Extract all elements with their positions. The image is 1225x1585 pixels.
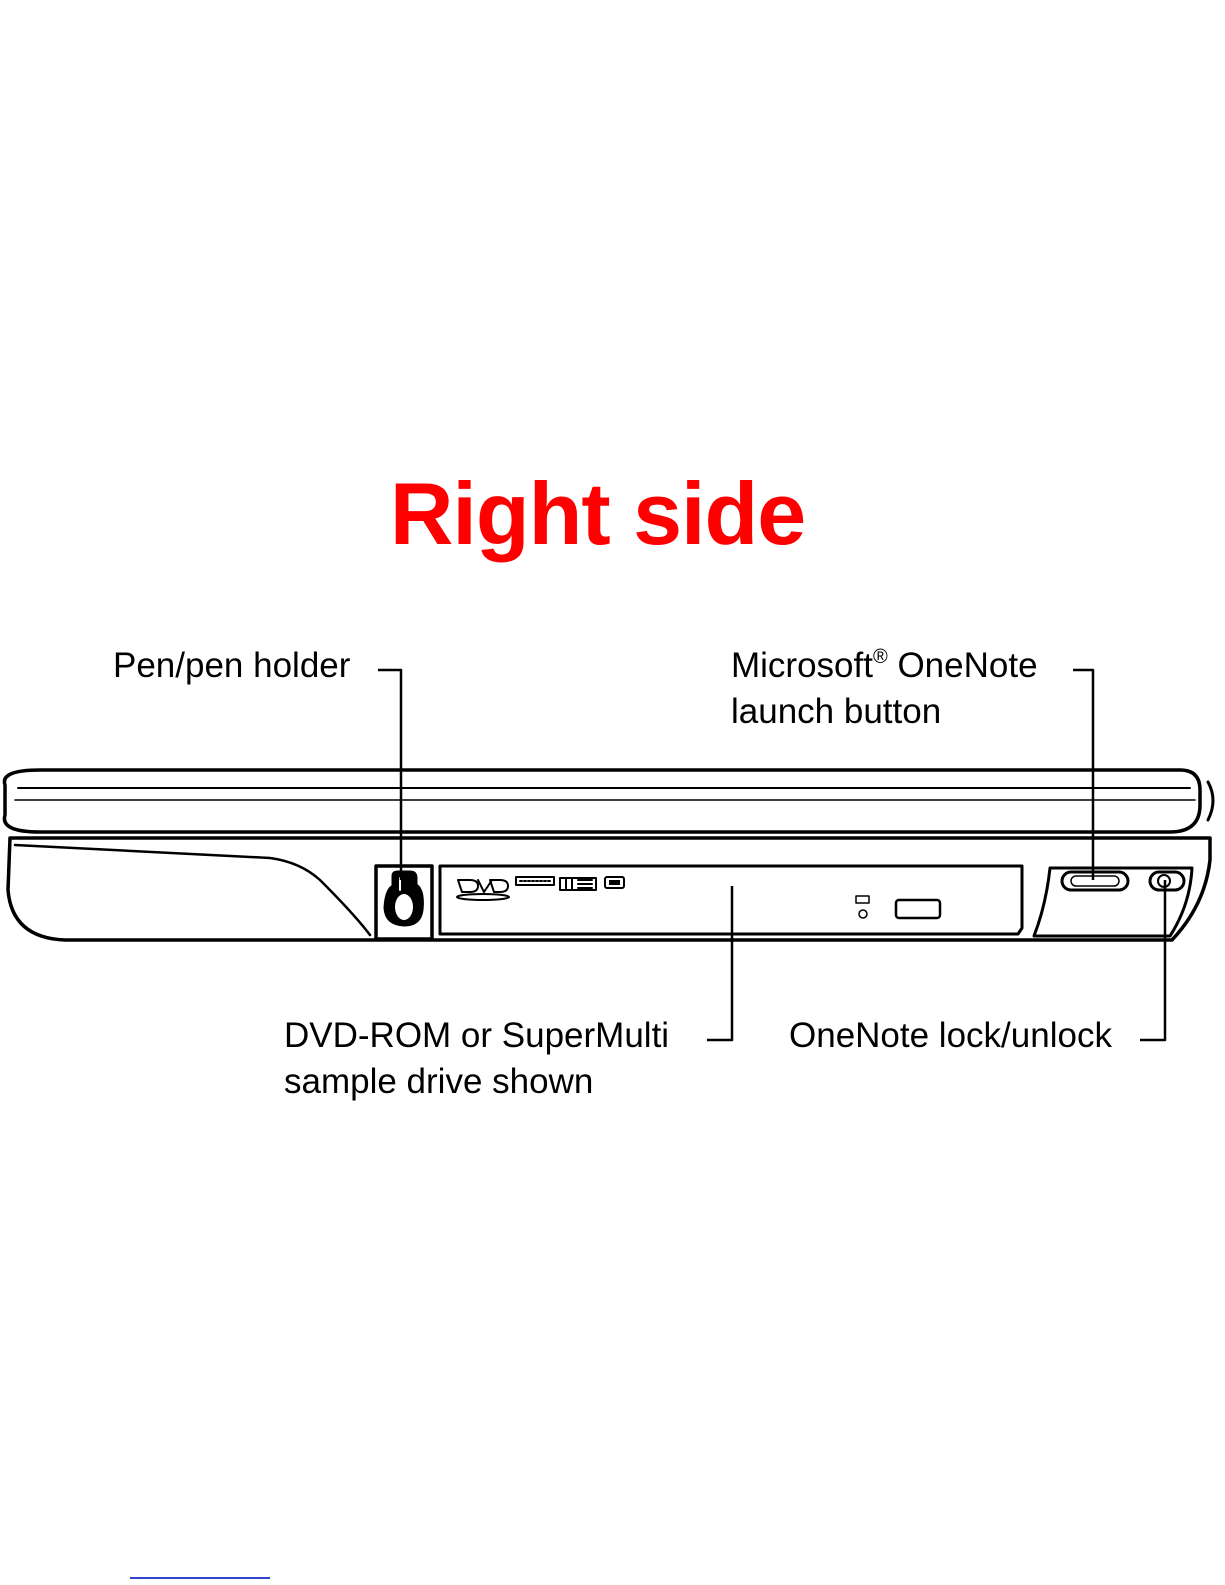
pen-holder bbox=[376, 866, 432, 939]
footer-link-underline bbox=[130, 1577, 270, 1579]
emergency-eject-hole-icon bbox=[859, 910, 867, 918]
base-contour bbox=[15, 845, 370, 935]
onenote-panel bbox=[1034, 868, 1192, 936]
leader-drive bbox=[707, 886, 732, 1040]
laptop-lid bbox=[4, 770, 1213, 832]
pen-holder-highlight bbox=[395, 894, 413, 920]
format-label-2-icon bbox=[560, 878, 596, 890]
leader-pen-holder bbox=[378, 670, 401, 880]
leader-onenote-lock bbox=[1140, 880, 1165, 1040]
leader-onenote-launch bbox=[1073, 670, 1093, 880]
dvd-logo-icon bbox=[457, 880, 509, 900]
leader-lines bbox=[378, 670, 1165, 1040]
drive-led-icon bbox=[856, 896, 869, 903]
eject-button bbox=[896, 900, 940, 918]
lid-right-bump bbox=[1208, 782, 1213, 820]
lid-outline bbox=[4, 770, 1200, 832]
onenote-launch-button bbox=[1062, 872, 1128, 890]
